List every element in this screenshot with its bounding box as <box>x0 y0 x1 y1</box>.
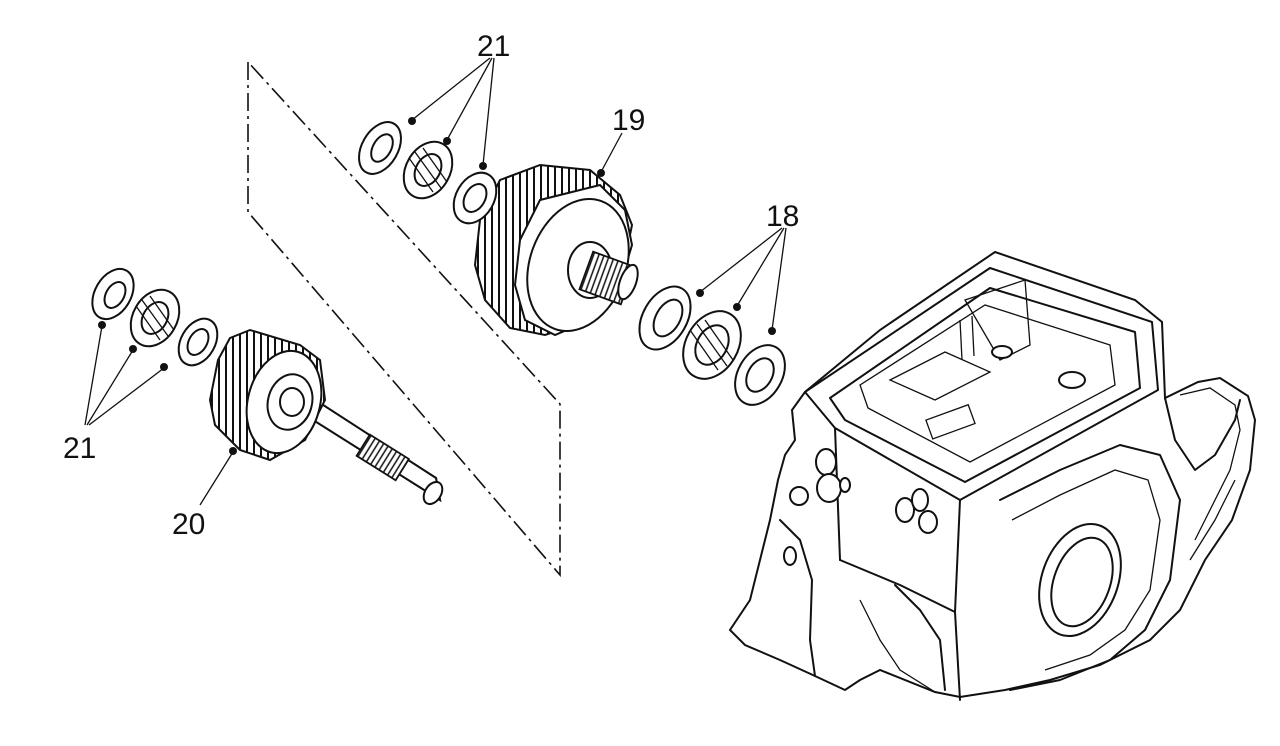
callout-18: 18 <box>766 200 799 233</box>
bearing-stack-right <box>638 285 786 406</box>
leader-lines <box>84 57 787 506</box>
callout-21-top: 21 <box>477 30 510 63</box>
bearing-stack-left <box>91 267 219 367</box>
transmission-case <box>728 250 1257 701</box>
callout-21-left: 21 <box>63 432 96 465</box>
callout-20: 20 <box>172 508 205 541</box>
callout-19: 19 <box>612 104 645 137</box>
alignment-frame <box>247 61 561 578</box>
bearing-stack-top <box>358 121 498 225</box>
gear-19 <box>473 163 639 337</box>
gear-20 <box>208 328 327 462</box>
